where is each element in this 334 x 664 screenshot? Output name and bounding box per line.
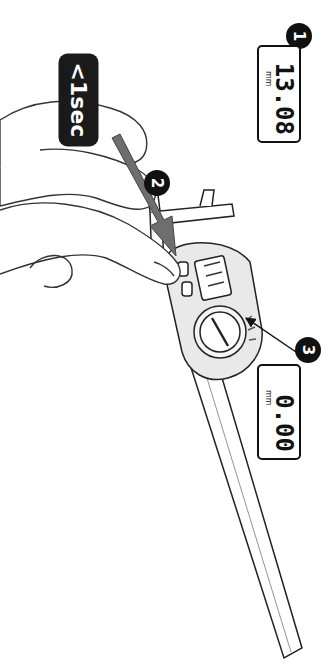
callout-text: 2	[148, 178, 166, 188]
callout-text: 3	[299, 345, 317, 355]
callout-number: 3	[295, 337, 321, 363]
time-tag: <1sec	[58, 54, 98, 147]
lcd-display: 13.08mm	[257, 45, 301, 143]
leader-line	[246, 318, 296, 352]
display-reading: 13.08	[272, 63, 296, 135]
callout-text: 1	[290, 31, 308, 41]
press-arrow	[112, 134, 176, 256]
lcd-display: 0.00mm	[257, 364, 301, 460]
unit-label: mm	[264, 390, 272, 406]
callout-number: 2	[144, 170, 170, 196]
unit-label: mm	[264, 71, 272, 87]
time-label: <1sec	[66, 63, 91, 138]
display-reading: 0.00	[272, 394, 296, 452]
caliper-beam	[186, 344, 302, 658]
caliper-body	[164, 243, 262, 380]
